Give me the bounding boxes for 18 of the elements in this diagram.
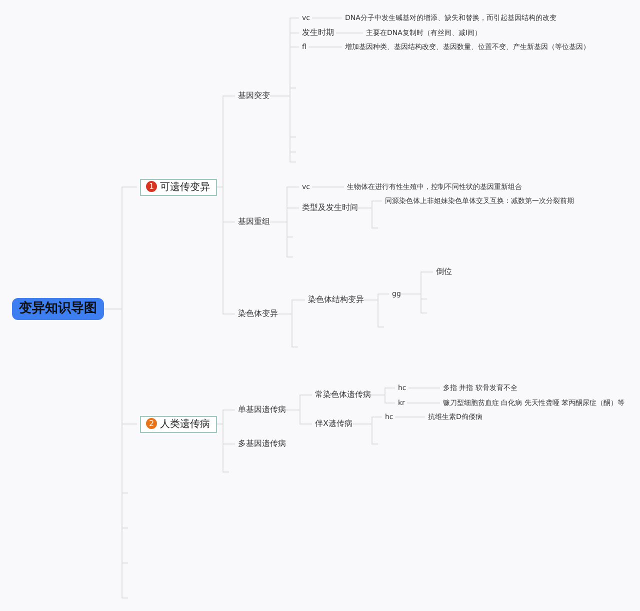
topic-label: 基因突变: [238, 90, 270, 102]
root-topic: 变异知识导图: [12, 298, 104, 320]
topic-label: 发生时期: [302, 27, 334, 39]
topic-label: 伴X遗传病: [315, 418, 352, 430]
topic-label: 染色体结构变异: [308, 294, 364, 306]
topic-label: 单基因遗传病: [238, 404, 286, 416]
topic-box: [140, 416, 217, 432]
topic-label: 类型及发生时间: [302, 202, 358, 214]
topic-label: 可遗传变异: [160, 182, 210, 192]
topic-label: 基因重组: [238, 216, 270, 228]
topic-label: 倒位: [436, 266, 452, 278]
topic-box: [140, 178, 217, 196]
number-badge: 1: [146, 180, 157, 192]
topic-label: 人类遗传病: [160, 418, 210, 430]
topic-label: 常染色体遗传病: [315, 389, 371, 401]
topic-label: 染色体变异: [238, 308, 278, 320]
number-badge: 2: [146, 418, 157, 428]
topic-label: 多基因遗传病: [238, 438, 286, 450]
